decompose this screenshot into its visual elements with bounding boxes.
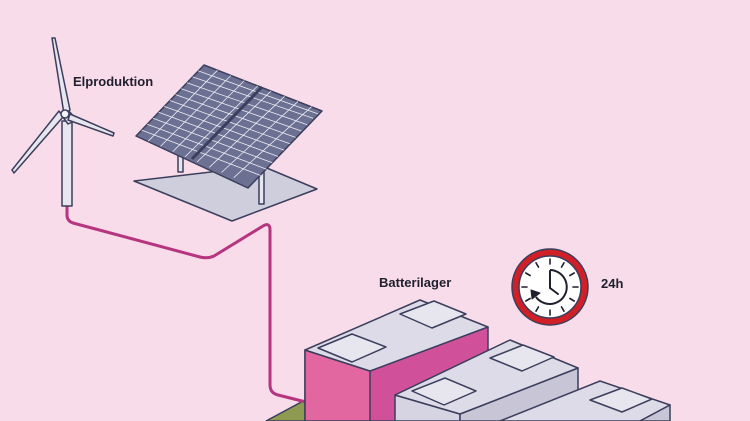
wind-turbine-icon bbox=[11, 37, 115, 207]
battery-module-icon bbox=[304, 299, 671, 421]
clock-24h-icon bbox=[511, 248, 589, 326]
duration-label: 24h bbox=[601, 276, 624, 291]
solar-panel-icon bbox=[133, 64, 323, 222]
power-cable bbox=[65, 203, 312, 405]
battery-storage-label: Batterilager bbox=[379, 275, 452, 290]
production-label: Elproduktion bbox=[73, 74, 154, 89]
